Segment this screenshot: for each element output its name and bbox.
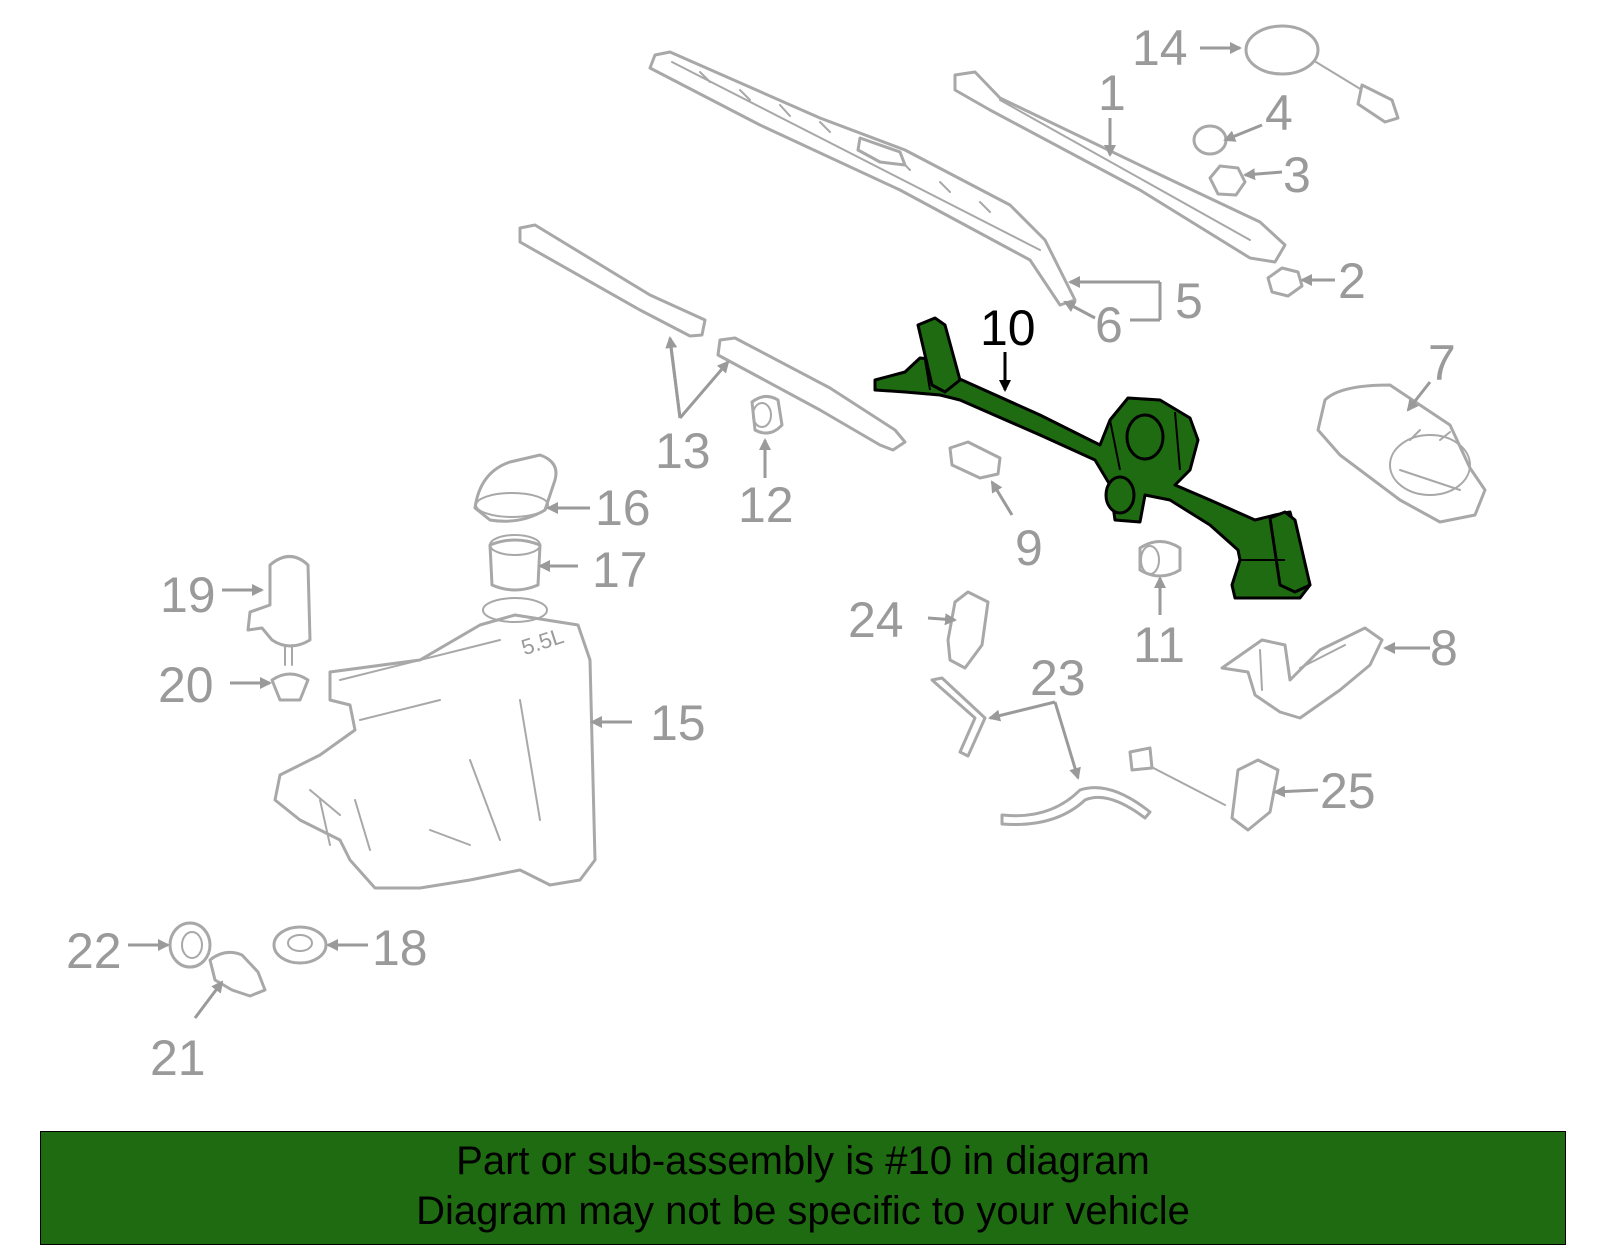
callout-18[interactable]: 18 — [372, 920, 428, 976]
filler-neck-part[interactable] — [488, 534, 542, 592]
callout-1[interactable]: 1 — [1098, 65, 1126, 121]
callout-labels: 1 2 3 4 5 6 7 8 9 10 11 12 13 14 15 16 1… — [66, 20, 1458, 1086]
seal-ring-part-22[interactable] — [168, 921, 212, 969]
washer-reservoir-part[interactable] — [273, 597, 597, 890]
banner-part-line: Part or sub-assembly is #10 in diagram — [456, 1139, 1150, 1183]
pump-grommet-part[interactable] — [270, 672, 310, 702]
callout-21[interactable]: 21 — [150, 1030, 206, 1086]
callout-12[interactable]: 12 — [738, 477, 794, 533]
cap-part-4[interactable] — [1192, 124, 1228, 156]
wiper-arm-part[interactable] — [953, 70, 1287, 264]
callout-2[interactable]: 2 — [1338, 253, 1366, 309]
callout-22[interactable]: 22 — [66, 923, 122, 979]
callout-25[interactable]: 25 — [1320, 763, 1376, 819]
wiper-motor-part[interactable] — [1316, 383, 1487, 524]
washer-hose-part[interactable] — [930, 676, 1152, 826]
callout-13[interactable]: 13 — [655, 423, 711, 479]
callout-20[interactable]: 20 — [158, 657, 214, 713]
callout-17[interactable]: 17 — [592, 542, 648, 598]
sensor-part-25[interactable] — [1128, 746, 1280, 832]
callout-7[interactable]: 7 — [1428, 335, 1456, 391]
callout-3[interactable]: 3 — [1283, 147, 1311, 203]
arm-cover-cap-part[interactable] — [1244, 24, 1400, 124]
banner-disclaimer-line: Diagram may not be specific to your vehi… — [416, 1189, 1190, 1233]
connector-part-24[interactable] — [946, 590, 990, 670]
callout-5[interactable]: 5 — [1175, 273, 1203, 329]
leader-lines — [128, 42, 1432, 1019]
wiper-blade-part[interactable] — [648, 50, 1077, 307]
callout-14[interactable]: 14 — [1132, 20, 1188, 76]
linkage-rod-part[interactable] — [518, 223, 907, 452]
connector-part-21[interactable] — [208, 950, 267, 998]
info-banner: Part or sub-assembly is #10 in diagram D… — [40, 1131, 1566, 1245]
callout-10[interactable]: 10 — [980, 300, 1036, 356]
wiper-linkage-frame-part-10[interactable] — [873, 316, 1312, 600]
callout-6[interactable]: 6 — [1095, 297, 1123, 353]
callout-9[interactable]: 9 — [1015, 520, 1043, 576]
callout-19[interactable]: 19 — [160, 567, 216, 623]
clip-part-9[interactable] — [948, 440, 1002, 480]
mounting-bracket-part[interactable] — [1220, 626, 1384, 720]
washer-pump-part[interactable] — [246, 555, 312, 666]
nut-part-2[interactable] — [1266, 266, 1304, 298]
bushing-part-12[interactable] — [750, 395, 784, 435]
callout-16[interactable]: 16 — [595, 480, 651, 536]
grommet-part-11[interactable] — [1138, 540, 1182, 578]
callout-15[interactable]: 15 — [650, 695, 706, 751]
callout-11[interactable]: 11 — [1133, 617, 1185, 673]
callout-23[interactable]: 23 — [1030, 650, 1086, 706]
callout-24[interactable]: 24 — [848, 592, 904, 648]
reservoir-cap-part[interactable] — [473, 453, 558, 523]
grommet-part-18[interactable] — [272, 925, 328, 965]
callout-8[interactable]: 8 — [1430, 620, 1458, 676]
callout-4[interactable]: 4 — [1265, 85, 1293, 141]
nut-part-3[interactable] — [1208, 164, 1247, 197]
